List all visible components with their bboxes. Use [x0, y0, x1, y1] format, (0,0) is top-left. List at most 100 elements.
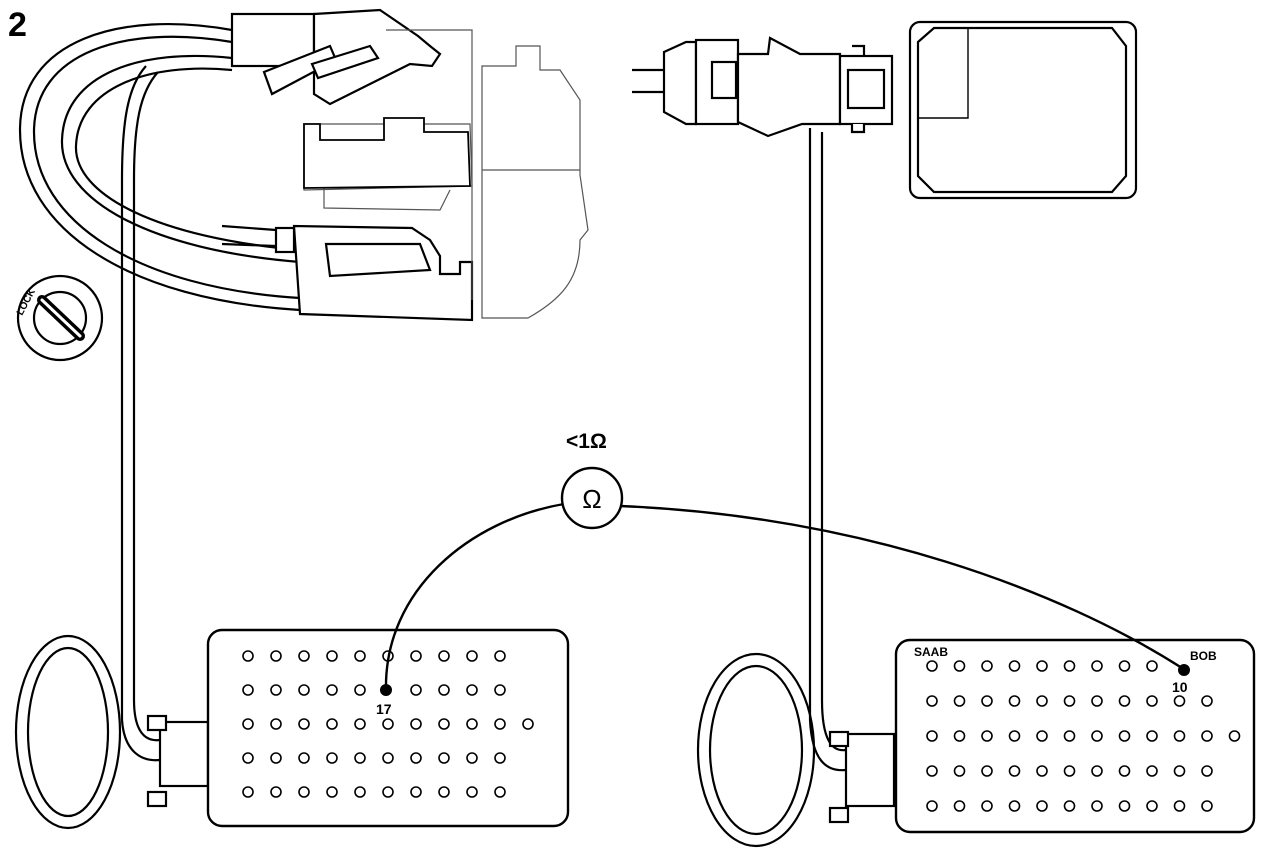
right-bob-pin [1063, 660, 1076, 672]
left-bob-pin [298, 752, 310, 764]
right-bob-pin [953, 695, 966, 707]
left-bob-pin [522, 718, 534, 730]
right-bob-pin [1228, 730, 1241, 742]
right-bob-pin [1036, 800, 1048, 812]
right-bob-pin [1173, 800, 1186, 812]
right-bob-pin [1146, 660, 1158, 672]
left-bob-pin [382, 786, 394, 798]
left-bob-pin [410, 786, 422, 798]
left-bob-plug [146, 714, 210, 808]
probe-leads [384, 502, 1183, 691]
right-bob-brand: SAAB [914, 645, 948, 659]
left-bob-pin [270, 718, 282, 730]
right-bob-pin [1173, 695, 1186, 707]
left-bob-pin [466, 718, 478, 730]
ecu-plug [303, 117, 471, 189]
right-bob-pin [981, 660, 993, 672]
left-harness [18, 23, 301, 720]
left-bob-pin [494, 650, 506, 662]
left-bob-pin-grid [242, 650, 534, 798]
right-bob-pin [981, 800, 993, 812]
figure-number: 2 [8, 6, 27, 44]
right-bob-pin [1091, 660, 1103, 672]
right-bob-pin [953, 660, 966, 672]
control-module [908, 20, 1138, 200]
right-bob-pin [1201, 765, 1213, 777]
right-bob-pin [1091, 765, 1103, 777]
right-bob-pin [1146, 695, 1158, 707]
right-bob-pin [1146, 730, 1158, 742]
left-bob-pin [382, 752, 394, 764]
left-bob-pin [326, 786, 338, 798]
left-bob-box [206, 628, 570, 828]
right-bob-pin [1008, 730, 1021, 742]
left-bob-pin [270, 650, 282, 662]
left-bob-pin [466, 684, 478, 696]
probe-tip-right [1178, 664, 1190, 676]
left-bob-pin [242, 684, 254, 696]
left-bob-pin [270, 752, 282, 764]
right-bob-pin [1091, 695, 1103, 707]
left-bob-pin [242, 752, 254, 764]
left-bob-pin [466, 786, 478, 798]
ohmmeter-symbol: Ω [582, 484, 601, 514]
right-bob-pin [926, 765, 938, 777]
left-bob-pin [298, 684, 310, 696]
left-bob-pin [326, 752, 338, 764]
left-bob-pin [270, 684, 282, 696]
right-bob-pin [1091, 800, 1103, 812]
right-bob-pin [1008, 660, 1021, 672]
left-upper-connector [230, 8, 442, 106]
left-bob-pin [438, 684, 450, 696]
right-bob-pin [1201, 730, 1213, 742]
probe-tip-left [380, 684, 392, 696]
left-bob-pin [466, 752, 478, 764]
right-bob-pin [1118, 800, 1131, 812]
right-bob-pin [1118, 730, 1131, 742]
right-probe-pin-label: 10 [1172, 679, 1188, 695]
right-bob-name: BOB [1190, 649, 1217, 663]
right-bob-pin [953, 765, 966, 777]
left-bob-pin [242, 650, 254, 662]
right-bob-box: SAAB BOB [894, 638, 1256, 834]
right-bob-pin [1063, 800, 1076, 812]
left-bob-pin [382, 718, 394, 730]
right-bob-pin [1063, 765, 1076, 777]
left-bob-pin [494, 786, 506, 798]
left-bob-pin [494, 752, 506, 764]
right-bob-pin [1008, 765, 1021, 777]
resistance-reading: <1Ω [566, 430, 607, 453]
left-bob-pin [354, 752, 366, 764]
right-bob-pin [1173, 730, 1186, 742]
left-bob-pin [410, 718, 422, 730]
right-bob-plug [828, 730, 896, 824]
right-bob-pin [1036, 695, 1048, 707]
left-bob-pin [438, 650, 450, 662]
left-bob-cable-loop [14, 634, 161, 830]
right-bob-pin [1063, 730, 1076, 742]
right-bob-pin [1118, 660, 1131, 672]
left-bob-pin [326, 718, 338, 730]
right-bob-pin [926, 660, 938, 672]
left-bob-pin [298, 650, 310, 662]
right-bob-pin [1146, 765, 1158, 777]
left-bob-pin [438, 786, 450, 798]
left-bob-pin [410, 650, 422, 662]
left-bob-pin [466, 650, 478, 662]
left-bob-pin [326, 684, 338, 696]
right-bob-pin [1118, 695, 1131, 707]
left-bob-pin [438, 752, 450, 764]
right-bob-pin [1036, 660, 1048, 672]
left-bob-pin [354, 718, 366, 730]
right-bob-pin [981, 765, 993, 777]
ohmmeter: Ω [560, 466, 624, 530]
left-bob-pin [410, 684, 422, 696]
right-bob-pin [1036, 765, 1048, 777]
ignition-lock: LOCK [15, 274, 104, 362]
left-bob-pin [494, 684, 506, 696]
left-bob-pin [270, 786, 282, 798]
left-bob-pin [354, 650, 366, 662]
right-bob-cable-loop [696, 652, 847, 848]
right-bob-pin [1091, 730, 1103, 742]
left-bob-pin [354, 684, 366, 696]
